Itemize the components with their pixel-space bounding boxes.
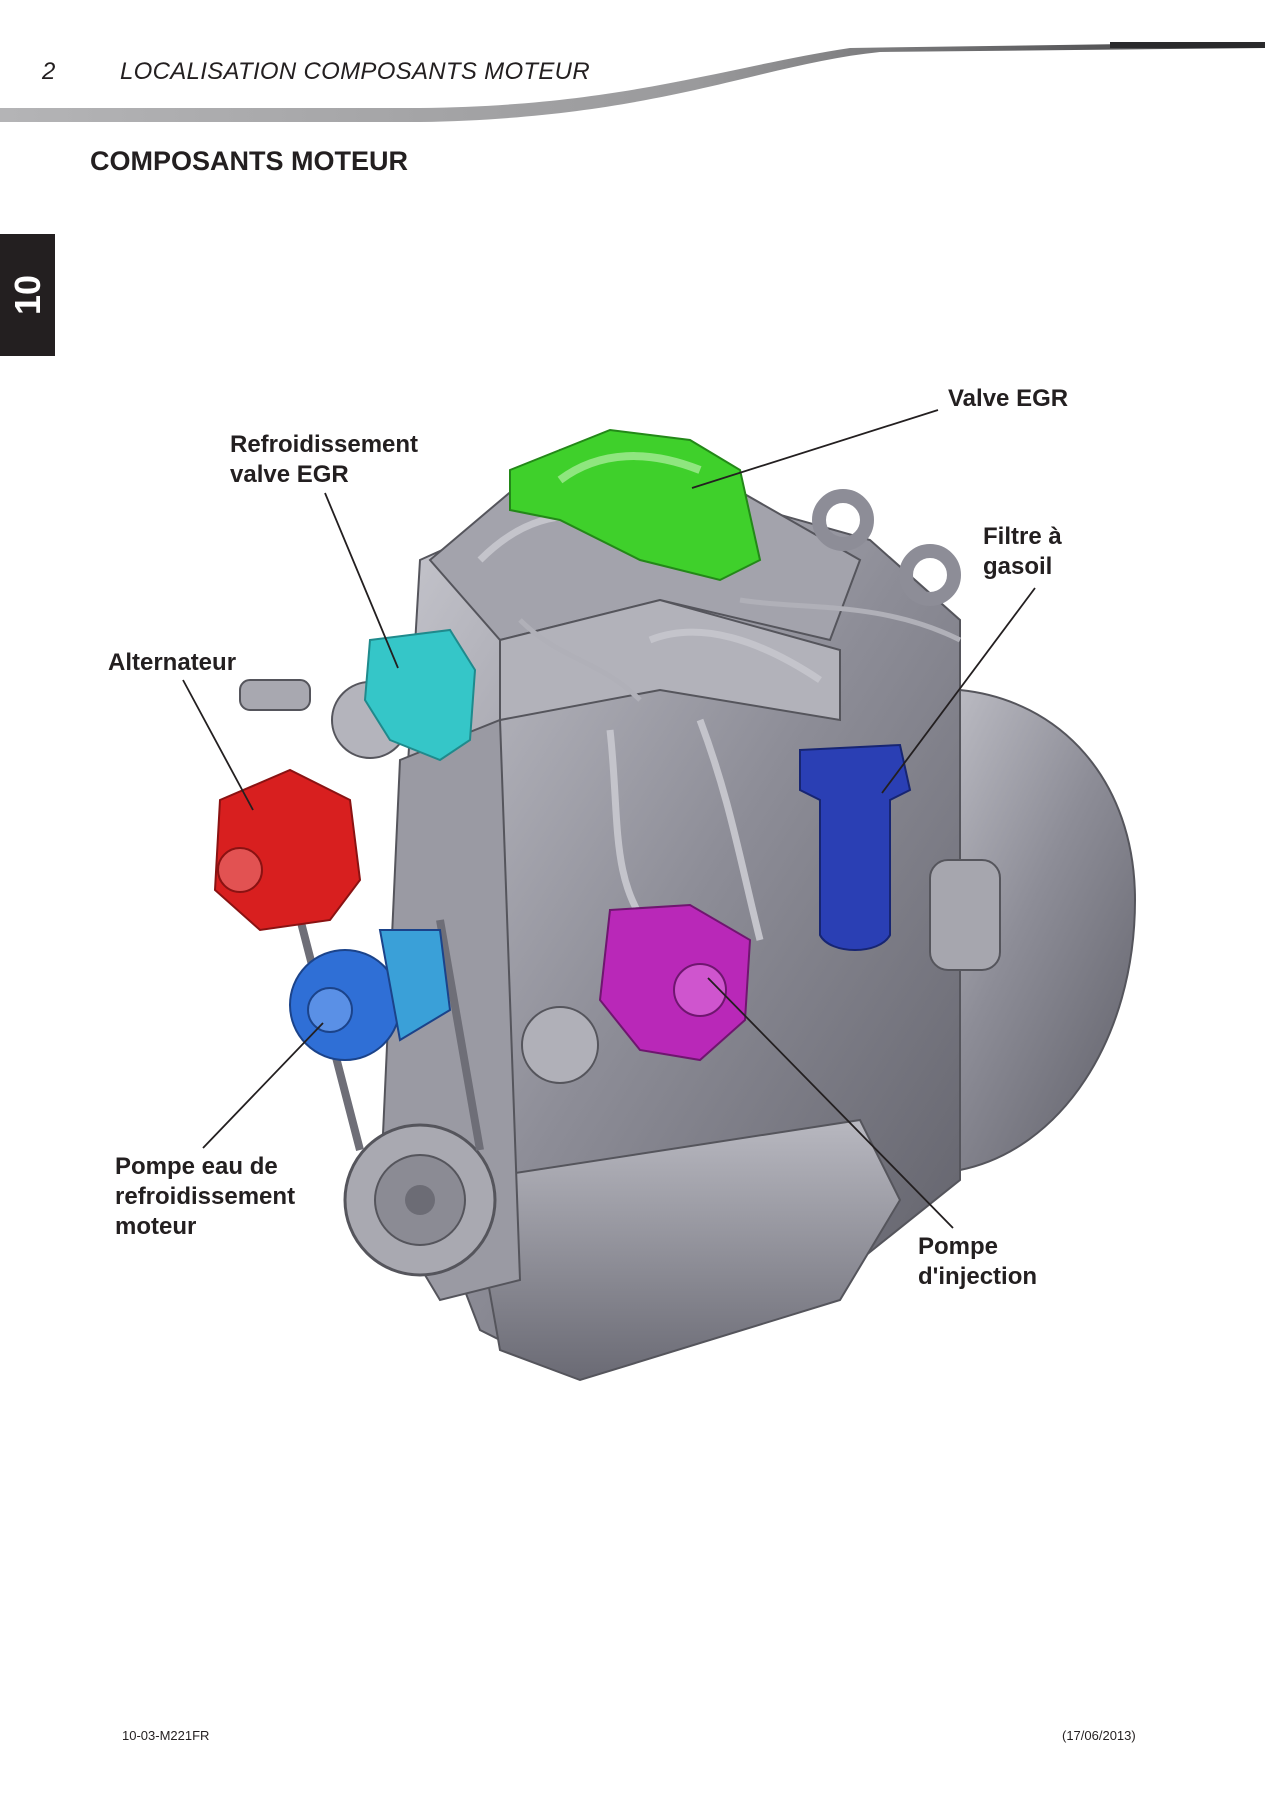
label-valve-egr: Valve EGR xyxy=(948,384,1068,414)
label-line: gasoil xyxy=(983,553,1053,580)
label-line: d'injection xyxy=(918,1263,1038,1290)
leader-pompe-eau xyxy=(202,1022,324,1149)
label-filtre-gasoil: Filtre à gasoil xyxy=(983,522,1062,582)
chapter-tab: 10 xyxy=(0,234,55,356)
lifting-eye xyxy=(812,489,874,551)
leader-alternateur xyxy=(182,679,254,811)
label-refroidissement-valve-egr: Refroidissement valve EGR xyxy=(230,430,418,490)
label-line: Pompe xyxy=(918,1233,999,1260)
oil-filter xyxy=(929,859,1001,971)
label-pompe-injection: Pompe d'injection xyxy=(918,1232,1037,1292)
label-pompe-eau: Pompe eau de refroidissement moteur xyxy=(115,1152,295,1242)
fuel-filter xyxy=(799,743,912,951)
header-title: LOCALISATION COMPOSANTS MOTEUR xyxy=(120,58,590,85)
leader-refroidissement xyxy=(324,492,399,669)
leader-filtre-gasoil xyxy=(881,587,1036,794)
label-line: Pompe eau de xyxy=(115,1153,278,1180)
leader-pompe-injection xyxy=(707,977,954,1229)
label-line: moteur xyxy=(115,1213,197,1240)
oil-pan xyxy=(468,1118,902,1382)
page-number: 2 xyxy=(42,58,56,85)
secondary-pulley xyxy=(521,1006,599,1084)
section-title: COMPOSANTS MOTEUR xyxy=(90,146,409,176)
egr-cooling xyxy=(363,628,477,762)
label-line: Filtre à xyxy=(983,523,1062,550)
label-line: Alternateur xyxy=(108,649,237,676)
label-line: valve EGR xyxy=(230,461,349,488)
footer-date: (17/06/2013) xyxy=(1062,1728,1136,1743)
footer-document-code: 10-03-M221FR xyxy=(122,1728,210,1743)
label-line: Valve EGR xyxy=(948,385,1069,412)
label-line: refroidissement xyxy=(115,1183,296,1210)
leader-valve-egr xyxy=(691,409,939,489)
label-line: Refroidissement xyxy=(230,431,419,458)
lifting-eye xyxy=(899,544,961,606)
header-swoosh xyxy=(0,42,1265,122)
label-alternateur: Alternateur xyxy=(108,648,236,678)
